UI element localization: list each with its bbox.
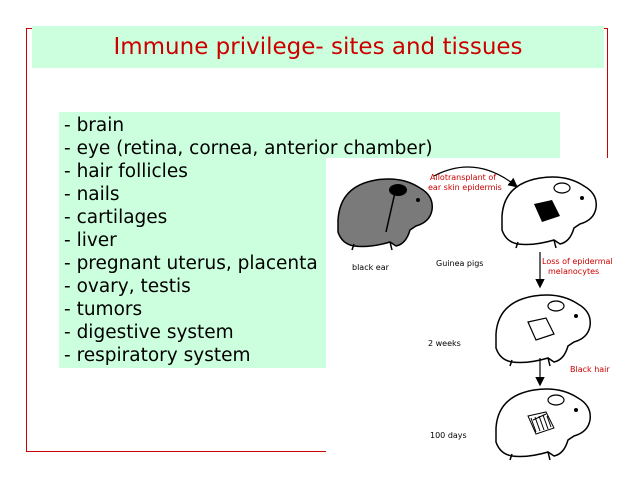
black-hair-label: Black hair — [570, 365, 610, 374]
depigmented-patch — [527, 317, 555, 341]
guinea-pig-figure: Allotransplant of ear skin epidermis bla… — [326, 158, 618, 466]
black-hair-patch — [527, 411, 555, 435]
black-ear-icon — [389, 184, 407, 196]
bullet-item: nails — [64, 183, 433, 206]
bullet-item: cartilages — [64, 206, 433, 229]
slide-title: Immune privilege- sites and tissues — [113, 34, 523, 60]
bullet-item: brain — [64, 114, 433, 137]
transplant-label-2: ear skin epidermis — [428, 183, 502, 192]
bullet-item: ovary, testis — [64, 275, 433, 298]
guinea-pigs-label: Guinea pigs — [436, 259, 483, 268]
transplant-label-1: Allotransplant of — [430, 173, 496, 182]
recipient-guinea-pig-1 — [501, 176, 597, 249]
loss-label-1: Loss of epidermal — [542, 257, 613, 266]
bullet-item: tumors — [64, 298, 433, 321]
bullet-item: liver — [64, 229, 433, 252]
epidermis-graft-patch — [534, 200, 560, 222]
bullet-item: pregnant uterus, placenta — [64, 252, 433, 275]
bullet-item: hair follicles — [64, 160, 433, 183]
hundred-days-label: 100 days — [430, 431, 467, 440]
bullet-list: brain eye (retina, cornea, anterior cham… — [64, 114, 433, 367]
two-weeks-label: 2 weeks — [428, 339, 461, 348]
donor-guinea-pig — [337, 178, 433, 251]
loss-label-2: melanocytes — [548, 267, 599, 276]
bullet-item: respiratory system — [64, 344, 433, 367]
recipient-guinea-pig-2 — [495, 294, 591, 367]
recipient-guinea-pig-3 — [495, 388, 591, 461]
transplant-arrow — [433, 166, 518, 188]
bullet-item: digestive system — [64, 321, 433, 344]
title-bar: Immune privilege- sites and tissues — [32, 26, 604, 68]
black-ear-label: black ear — [352, 263, 390, 272]
bullet-item: eye (retina, cornea, anterior chamber) — [64, 137, 433, 160]
